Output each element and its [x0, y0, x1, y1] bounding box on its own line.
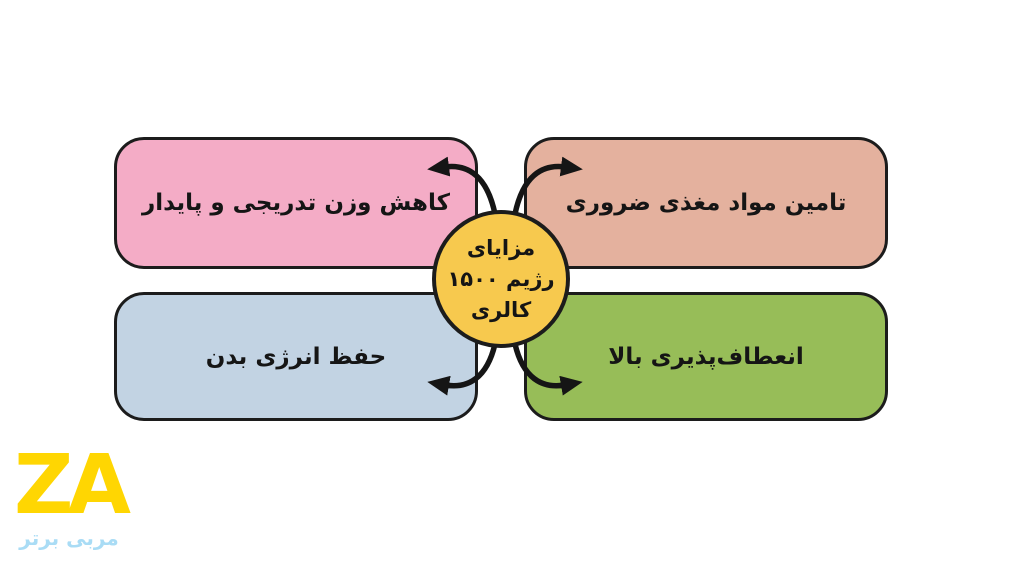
center-topic-bubble: مزایای رژیم ۱۵۰۰ کالری: [432, 210, 570, 348]
benefit-label: حفظ انرژی بدن: [205, 343, 387, 370]
benefit-label: انعطاف‌پذیری بالا: [608, 343, 804, 370]
benefit-box-bottom-left: حفظ انرژی بدن: [114, 292, 478, 421]
logo: ZA مربی برتر: [14, 438, 131, 551]
logo-caption: مربی برتر: [19, 526, 119, 551]
logo-monogram: ZA: [14, 438, 131, 533]
benefit-label: کاهش وزن تدریجی و پایدار: [142, 190, 450, 216]
benefit-box-top-right: تامین مواد مغذی ضروری: [524, 137, 888, 269]
center-topic-line: مزایای: [466, 235, 536, 260]
benefit-label: تامین مواد مغذی ضروری: [565, 190, 847, 216]
benefit-box-bottom-right: انعطاف‌پذیری بالا: [524, 292, 888, 421]
benefit-box-top-left: کاهش وزن تدریجی و پایدار: [114, 137, 478, 269]
center-topic-line: کالری: [470, 297, 532, 322]
center-topic-line: رژیم ۱۵۰۰: [447, 266, 555, 291]
